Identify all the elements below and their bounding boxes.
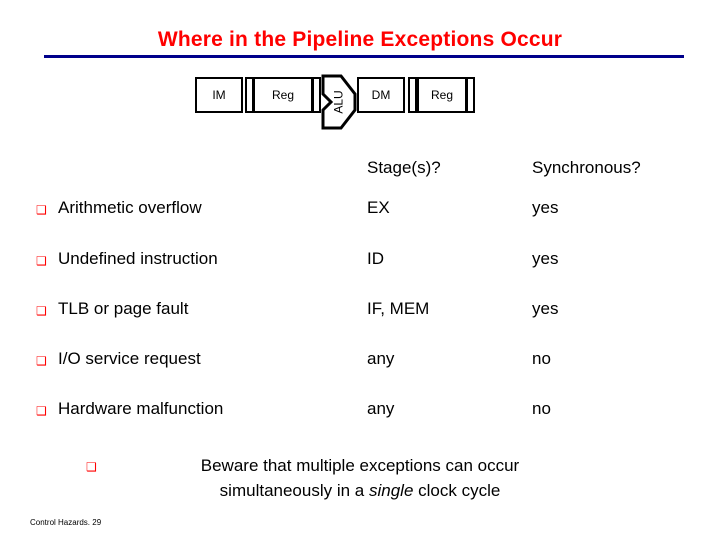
pipeline-stage-reg-2-label: Reg <box>430 88 453 102</box>
slide-footer: Control Hazards. 29 <box>30 518 102 527</box>
exception-synchronous: yes <box>532 299 559 318</box>
exception-name: Arithmetic overflow <box>58 198 202 217</box>
square-bullet-icon <box>86 461 97 473</box>
exception-stage: any <box>367 399 395 418</box>
exception-synchronous: no <box>532 399 551 418</box>
note-line-1: Beware that multiple exceptions can occu… <box>200 456 520 475</box>
pipeline-diagram: IM Reg ALU DM Reg <box>195 74 475 130</box>
pipeline-register-tab-3 <box>408 77 417 113</box>
table-row: I/O service request any no <box>36 349 696 375</box>
pipeline-stage-reg-1: Reg <box>253 77 313 113</box>
square-bullet-icon <box>36 204 47 216</box>
exception-stage: IF, MEM <box>367 299 430 318</box>
note-text: Beware that multiple exceptions can occu… <box>110 454 610 503</box>
column-header-stage: Stage(s)? <box>367 158 441 177</box>
exception-stage: EX <box>367 198 390 217</box>
exception-synchronous: no <box>532 349 551 368</box>
page-title: Where in the Pipeline Exceptions Occur <box>0 28 720 52</box>
exception-name: I/O service request <box>58 349 201 368</box>
pipeline-stage-dm: DM <box>357 77 405 113</box>
title-underline-rule <box>44 55 684 58</box>
column-header-synchronous: Synchronous? <box>532 158 641 177</box>
page-title-text: Where in the Pipeline Exceptions Occur <box>157 28 563 51</box>
table-row: Undefined instruction ID yes <box>36 249 696 275</box>
pipeline-stage-reg-2: Reg <box>417 77 467 113</box>
alu-shape-icon <box>321 74 357 130</box>
pipeline-stage-im: IM <box>195 77 243 113</box>
note-line-2-after: clock cycle <box>413 480 501 500</box>
square-bullet-icon <box>36 305 47 317</box>
pipeline-stage-dm-label: DM <box>371 88 391 102</box>
table-row: Hardware malfunction any no <box>36 399 696 425</box>
exception-name: Undefined instruction <box>58 249 218 268</box>
table-row: Arithmetic overflow EX yes <box>36 198 696 224</box>
note-line-2-before: simultaneously in a <box>219 480 369 500</box>
pipeline-register-tab-2 <box>312 77 321 113</box>
pipeline-stage-im-label: IM <box>212 88 226 102</box>
exception-name: TLB or page fault <box>58 299 189 318</box>
exception-stage: ID <box>367 249 384 268</box>
exception-synchronous: yes <box>532 249 559 268</box>
pipeline-stage-reg-1-label: Reg <box>271 88 294 102</box>
exception-synchronous: yes <box>532 198 559 217</box>
exception-name: Hardware malfunction <box>58 399 224 418</box>
square-bullet-icon <box>36 255 47 267</box>
pipeline-register-tab-4 <box>466 77 475 113</box>
table-row: TLB or page fault IF, MEM yes <box>36 299 696 325</box>
square-bullet-icon <box>36 355 47 367</box>
square-bullet-icon <box>36 405 47 417</box>
exception-stage: any <box>367 349 395 368</box>
note-line-2-italic: single <box>368 480 414 500</box>
